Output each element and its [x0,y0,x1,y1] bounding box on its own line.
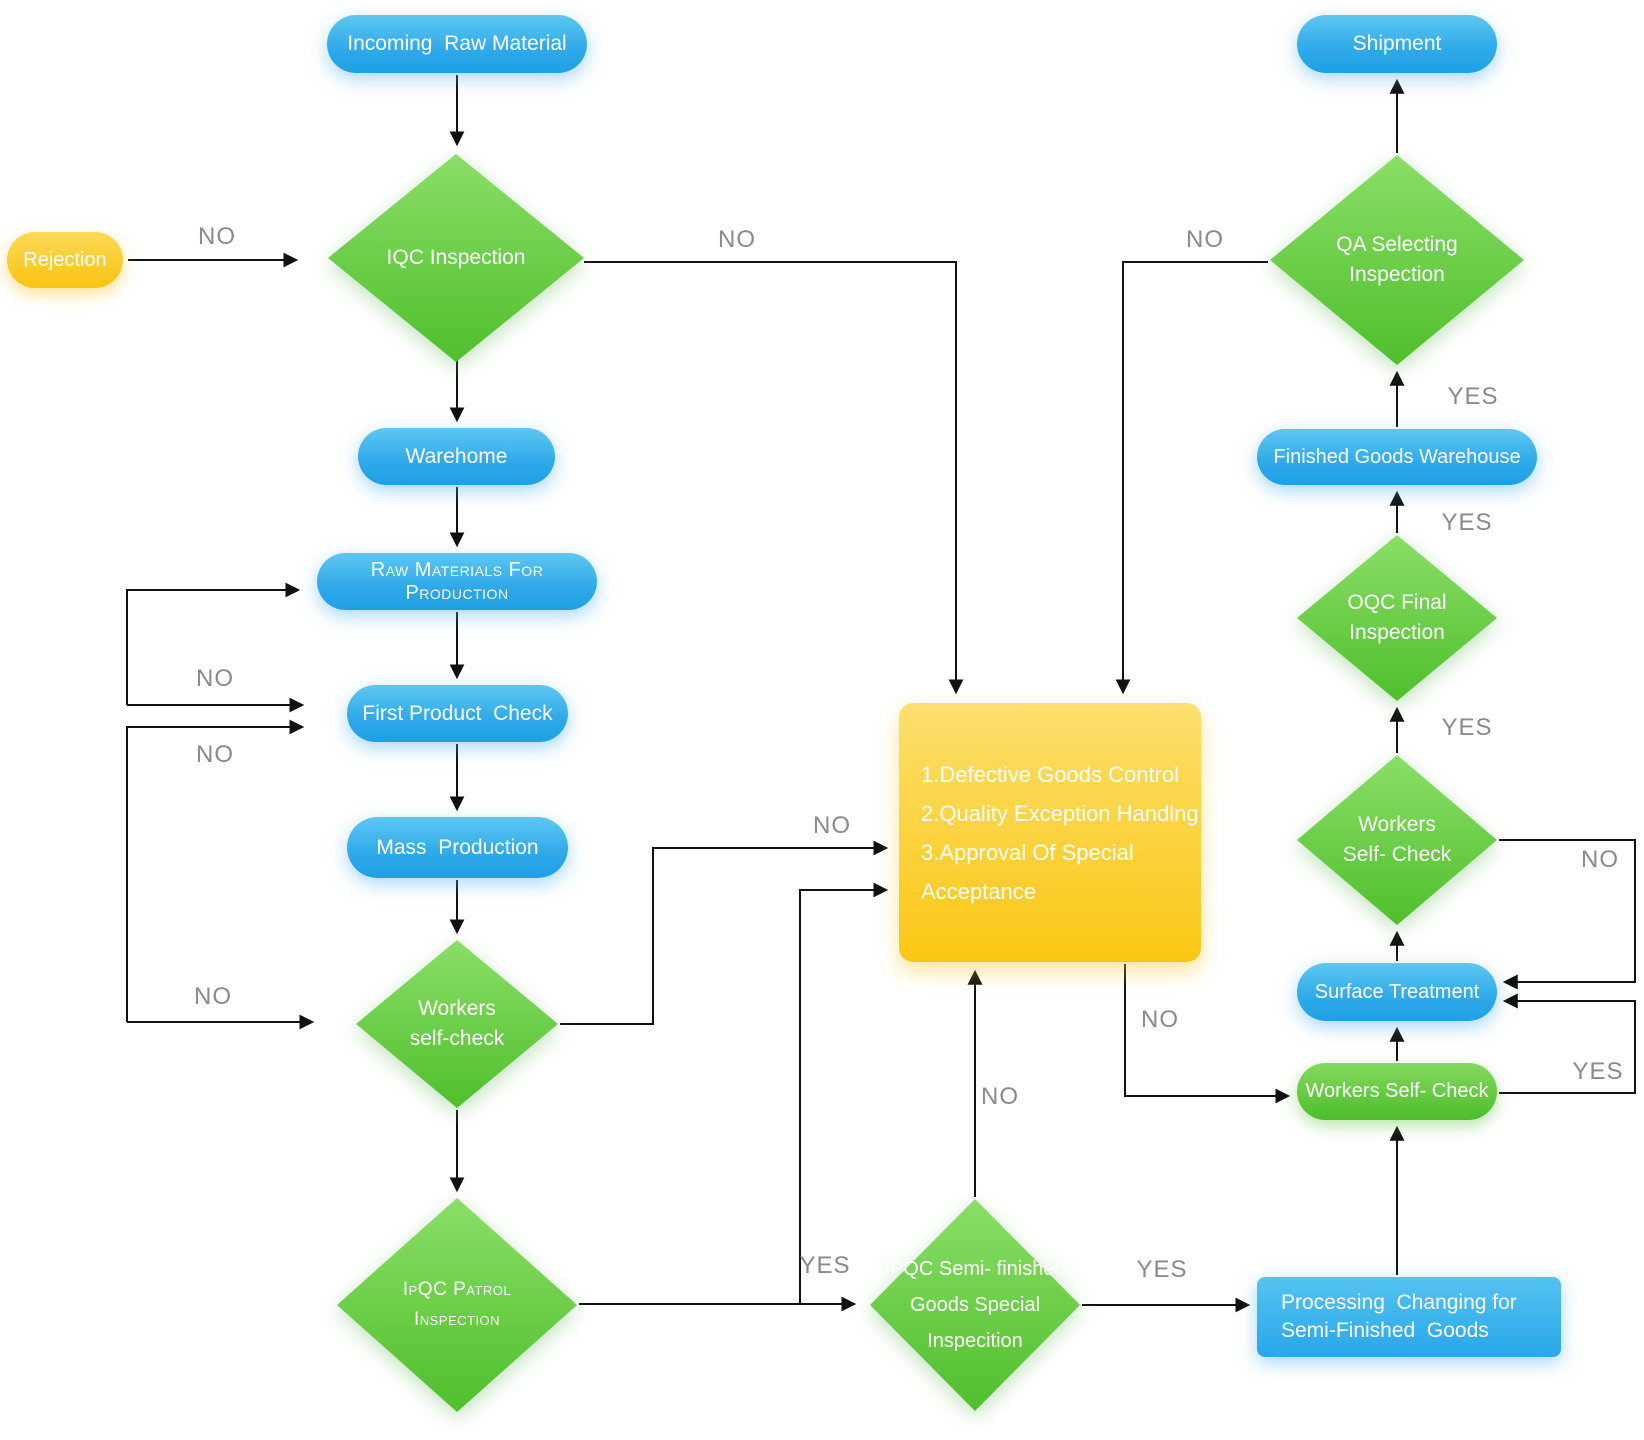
node-raw-materials-for-production: Raw Materials For Production [317,553,597,610]
edge-iqc-no-box [584,261,964,695]
node-oqc-final-inspection: OQC Final Inspection [1297,535,1497,701]
edge-box-no-workerspill [1124,964,1291,1104]
edge-feedback1-rawmat [126,582,301,705]
node-label-line: self-check [409,1027,505,1050]
node-label-line: Workers [418,997,496,1020]
node-label-line: Inspection [1349,621,1445,644]
edge-workers1-no-box [560,840,889,1025]
label-workers1-no: NO [813,812,851,839]
label-patrol-yes: YES [799,1252,851,1279]
node-label: First Product Check [362,701,553,725]
node-label-line: Inspecition [927,1330,1023,1352]
edge-workers2-no-loop [1499,839,1636,990]
node-label-line: Self- Check [1342,843,1452,866]
node-label-line: QA Selecting [1336,233,1458,256]
node-label: Incoming Raw Material [347,32,567,55]
node-label: Warehome [405,444,508,468]
node-label: Surface Treatment [1314,980,1480,1003]
node-incoming-raw-material: Incoming Raw Material [327,15,587,73]
node-label: Finished Goods Warehouse [1273,445,1521,468]
node-label-line: Goods Special [909,1294,1041,1316]
node-approval-box: 1.Defective Goods Control 2.Quality Exce… [899,703,1201,962]
node-processing-changing: Processing Changing for Semi-Finished Go… [1257,1277,1561,1357]
box-line: 2.Quality Exception Handlng [921,800,1199,826]
node-shipment: Shipment [1297,15,1497,73]
label-right-yes-3: YES [1447,383,1499,410]
edge-qa-no-box [1115,261,1268,695]
edge-junction-box [799,882,889,1304]
node-label: Rejection [23,248,107,271]
label-semi-no: NO [981,1083,1019,1110]
node-label-line: Inspection [413,1309,501,1330]
label-semi-yes: YES [1136,1256,1188,1283]
label-loop-yes: YES [1572,1058,1624,1085]
node-finished-goods-warehouse: Finished Goods Warehouse [1257,429,1537,485]
node-label: Mass Production [376,835,539,859]
node-workers-self-check-1: Workers self-check [356,940,558,1108]
node-first-product-check: First Product Check [347,685,568,742]
node-label-line: Workers [1358,813,1436,836]
node-label: Raw Materials For Production [370,558,544,604]
node-label: Shipment [1352,32,1442,55]
node-warehome: Warehome [358,428,555,485]
node-ipqc-semi-finished-inspection: IPQC Semi- finished Goods Special Inspec… [870,1199,1080,1411]
node-mass-production: Mass Production [347,817,568,878]
label-feedback3-no: NO [194,983,232,1010]
node-ipqc-patrol-inspection: IpQC Patrol Inspection [337,1198,577,1412]
node-label: Workers Self- Check [1305,1080,1489,1102]
box-line: 1.Defective Goods Control [921,761,1180,787]
node-label-line: IPQC Semi- finished [884,1258,1066,1280]
label-iqc-no: NO [718,226,756,253]
node-label-line: Inspection [1349,263,1445,286]
label-loop-no: NO [1581,846,1619,873]
node-label: IQC Inspection [386,246,526,269]
node-qa-selecting-inspection: QA Selecting Inspection [1270,155,1524,365]
rect-line: Semi-Finished Goods [1281,1319,1489,1342]
node-workers-self-check-pill: Workers Self- Check [1297,1063,1497,1120]
box-line: 3.Approval Of Special [921,839,1134,865]
edge-feedback2-fpc [126,719,305,1022]
edge-workerspill-yes-loop [1499,993,1636,1094]
box-line: Acceptance [921,878,1036,904]
node-label-line: OQC Final [1347,591,1447,614]
node-label-line: IpQC Patrol [402,1279,512,1300]
label-right-yes-1: YES [1441,714,1493,741]
label-box-no: NO [1141,1006,1179,1033]
node-iqc-inspection: IQC Inspection [328,154,584,362]
label-rejection-no: NO [198,223,236,250]
rect-line: Processing Changing for [1281,1291,1517,1314]
node-rejection: Rejection [7,232,123,288]
node-surface-treatment: Surface Treatment [1297,963,1497,1021]
label-feedback1-no: NO [196,665,234,692]
node-workers-self-check-2: Workers Self- Check [1297,755,1497,925]
label-qa-no: NO [1186,226,1224,253]
label-feedback2-no: NO [196,741,234,768]
label-right-yes-2: YES [1441,509,1493,536]
